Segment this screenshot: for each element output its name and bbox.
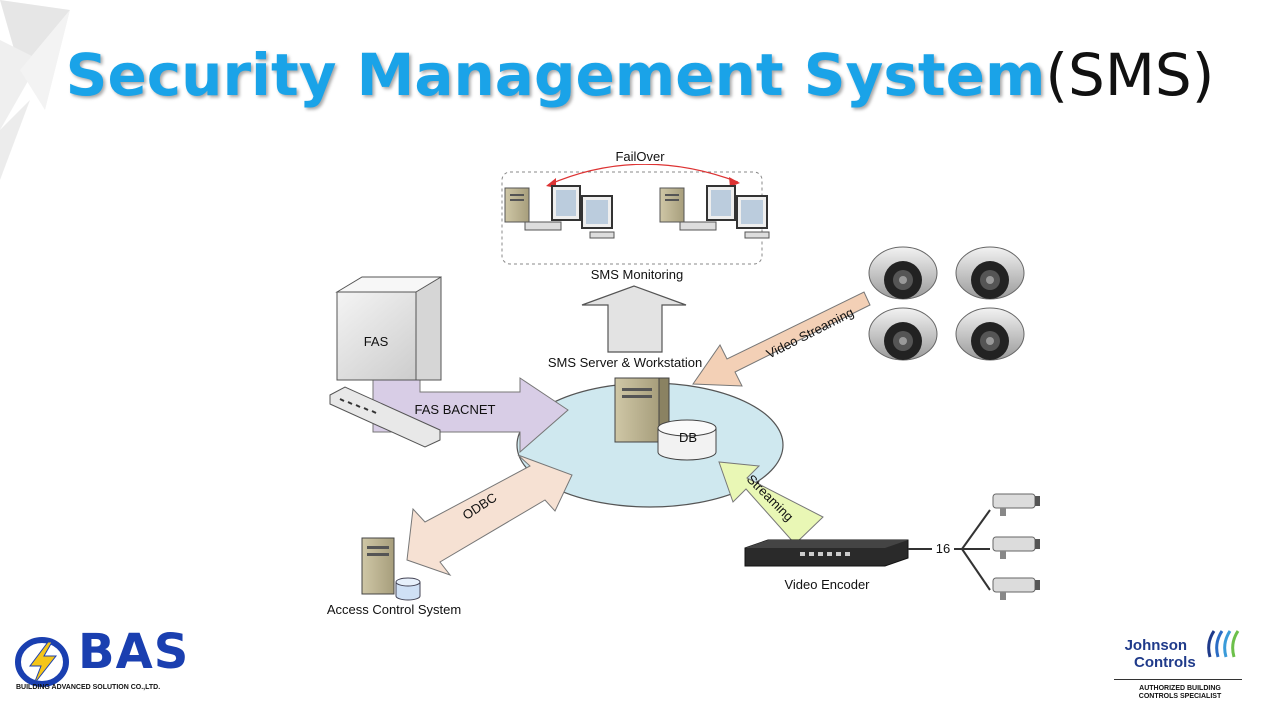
jc-tagline: AUTHORIZED BUILDING CONTROLS SPECIALIST <box>1130 685 1230 701</box>
bas-company-name: BUILDING ADVANCED SOLUTION CO.,LTD. <box>16 684 161 691</box>
bullet-camera-icon <box>992 577 1040 600</box>
odbc-arrow <box>406 454 573 577</box>
fas-label: FAS <box>364 334 389 349</box>
dome-camera-icon <box>955 307 1025 361</box>
failover-arrowhead-right <box>729 177 740 187</box>
sms-monitoring-group: FailOver SMS Monitoring <box>501 149 770 282</box>
jc-divider <box>1114 679 1242 680</box>
bas-logo: BAS BUILDING ADVANCED SOLUTION CO.,LTD. <box>12 624 212 702</box>
corner-decoration <box>0 0 70 180</box>
server-label: SMS Server & Workstation <box>548 355 702 370</box>
video-encoder-label: Video Encoder <box>784 577 870 592</box>
server-icon <box>614 377 670 443</box>
bas-wordmark: BAS <box>78 624 190 680</box>
fas-panel-icon: FAS <box>335 276 442 381</box>
video-encoder-icon <box>744 539 909 567</box>
jc-tagline-line1: AUTHORIZED BUILDING <box>1139 685 1221 692</box>
access-control-label: Access Control System <box>327 602 461 617</box>
page-title: Security Management System(SMS) <box>0 40 1280 110</box>
jc-name-line2: Controls <box>1134 654 1196 671</box>
bullet-camera-icon <box>992 493 1040 516</box>
video-streaming-arrow <box>692 291 871 387</box>
fas-bacnet-label: FAS BACNET <box>415 402 496 417</box>
camera-fanout-lines <box>908 509 991 591</box>
database-icon: DB <box>657 419 717 461</box>
dome-camera-icon <box>868 246 938 300</box>
jc-swoosh-icon <box>1207 630 1240 658</box>
camera-count-label: 16 <box>936 541 950 556</box>
workstation-icon <box>504 185 615 239</box>
jc-name-line1: Johnson <box>1124 637 1188 654</box>
video-streaming-label: Video Streaming <box>764 305 856 362</box>
monitoring-label: SMS Monitoring <box>591 267 683 282</box>
johnson-controls-logo: Johnson Controls AUTHORIZED BUILDING CON… <box>1110 625 1270 710</box>
access-control-server-icon <box>361 537 421 601</box>
dome-camera-icon <box>955 246 1025 300</box>
jc-tagline-line2: CONTROLS SPECIALIST <box>1138 693 1222 700</box>
db-label: DB <box>679 430 697 445</box>
workstation-icon <box>659 185 770 239</box>
title-main: Security Management System <box>65 41 1046 109</box>
dome-camera-icon <box>868 307 938 361</box>
jc-wordmark: Johnson Controls <box>1116 637 1196 671</box>
failover-arc <box>547 163 739 186</box>
streaming-arrow <box>718 461 824 545</box>
failover-label: FailOver <box>615 149 665 164</box>
network-switch-icon <box>329 386 441 448</box>
bullet-camera-icon <box>992 536 1040 559</box>
monitoring-up-arrow <box>581 285 687 353</box>
bas-emblem-icon <box>15 637 69 687</box>
title-suffix: (SMS) <box>1045 41 1215 109</box>
